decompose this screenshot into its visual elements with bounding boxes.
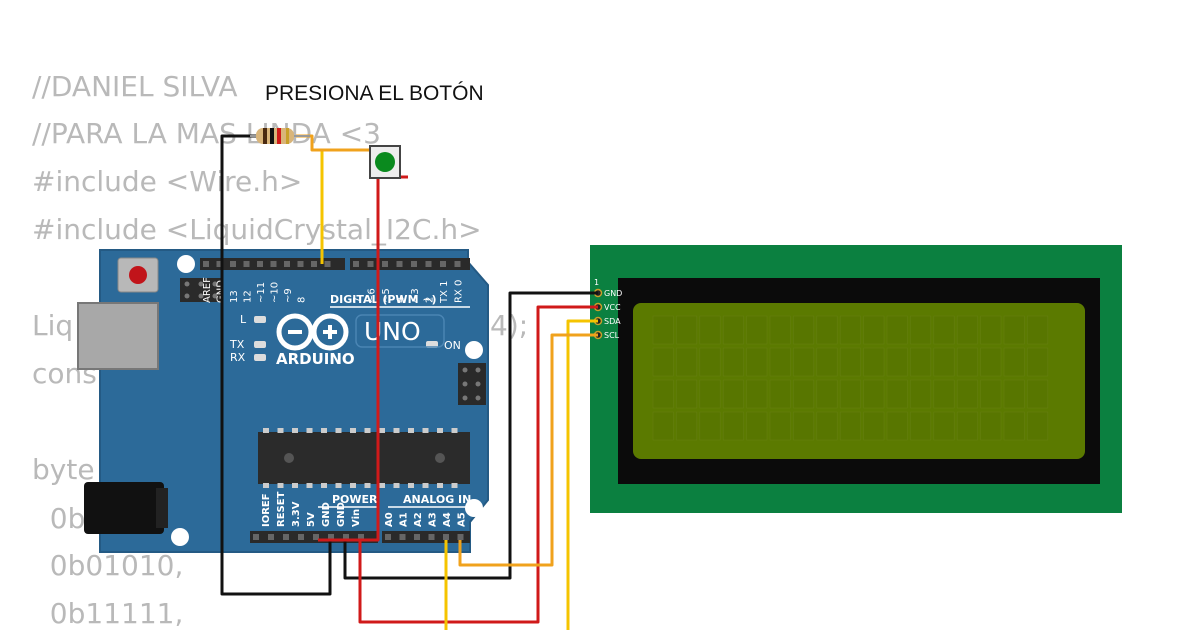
analog-pin-label: A1 [399, 512, 410, 527]
wire-orange-resistor-button [296, 134, 370, 152]
digital-pin-label: ~3 [410, 288, 421, 303]
model-label: UNO [364, 317, 421, 346]
digital-pin-label: AREF [202, 277, 213, 303]
code-line: Liq [32, 309, 74, 342]
code-line: 0b01010, [32, 549, 184, 582]
power-pin-label: GND [336, 502, 347, 527]
code-line: 0b [32, 502, 86, 535]
svg-text:1: 1 [594, 278, 599, 287]
usb-port-icon [77, 302, 159, 370]
lcd-i2c-pins[interactable]: GND VCC SDA SCL [593, 288, 623, 340]
power-label: POWER [332, 493, 378, 506]
digital-pin-label: 8 [297, 297, 308, 303]
brand-label: ARDUINO [276, 350, 355, 368]
wire-black-resistor-gnd [220, 134, 332, 596]
code-line: //DANIEL SILVA [32, 70, 238, 103]
lcd-pin-label: GND [604, 289, 622, 298]
lcd-pin-label: SDA [604, 317, 621, 326]
code-line: byte [32, 453, 95, 486]
arduino-infinity-logo-icon [276, 313, 349, 351]
icsp-header [180, 278, 222, 302]
power-pin-label: 5V [306, 512, 317, 527]
analog-pin-label: A5 [457, 512, 468, 527]
code-line: #include <LiquidCrystal_I2C.h> [32, 213, 482, 246]
digital-label: DIGITAL (PWM ~) [330, 293, 437, 306]
svg-text:TX: TX [229, 338, 245, 351]
digital-pin-label: ~11 [256, 282, 267, 303]
wire-orange-scl [458, 333, 598, 567]
power-pin-label: Vin [351, 509, 362, 527]
digital-pin-label: 2 [425, 297, 436, 303]
atmega-chip [258, 428, 470, 488]
analog-pin-label: A2 [413, 512, 424, 527]
power-pin-label: IOREF [261, 493, 272, 527]
on-led-label: ON [444, 339, 461, 352]
digital-pin-label: ~10 [270, 282, 281, 303]
power-pin-label: GND [321, 502, 332, 527]
code-line: 0b11111, [32, 597, 184, 630]
digital-pin-label: ~5 [381, 288, 392, 303]
digital-pin-label: 12 [243, 290, 254, 303]
svg-text:L: L [240, 313, 247, 326]
digital-pin-header[interactable] [200, 258, 470, 270]
wire-yellow-sda [566, 319, 598, 630]
code-line: #include <Wire.h> [32, 165, 303, 198]
digital-pin-label: ~9 [283, 288, 294, 303]
resistor-icon[interactable] [250, 128, 310, 144]
lcd-character-grid [652, 315, 1049, 441]
analog-label: ANALOG IN [403, 493, 471, 506]
wire-black-lcd-gnd [343, 291, 598, 580]
lcd-1602-i2c-module[interactable]: 1 GND VCC SDA SCL [590, 245, 1122, 513]
wire-red-lcd-vcc [358, 305, 598, 624]
mount-hole [177, 255, 195, 273]
icsp-header-right [458, 363, 486, 405]
caption-label: PRESIONA EL BOTÓN [265, 82, 484, 105]
status-leds: L TX RX ON [229, 313, 461, 364]
power-pin-label: RESET [276, 491, 287, 527]
svg-text:RX: RX [230, 351, 246, 364]
model-frame [355, 314, 445, 348]
push-button-icon[interactable] [369, 145, 401, 179]
digital-pin-label: 13 [229, 290, 240, 303]
lcd-pin-label: SCL [604, 331, 620, 340]
analog-pin-label: A4 [442, 512, 453, 527]
power-pin-labels: IOREF RESET 3.3V 5V GND GND Vin [261, 491, 362, 527]
analog-pin-header[interactable] [382, 531, 470, 543]
reset-button-icon[interactable] [117, 257, 159, 293]
digital-pin-label: 4 [396, 297, 407, 303]
digital-pin-label: ~6 [367, 288, 378, 303]
mount-hole [465, 499, 483, 517]
mount-hole [465, 341, 483, 359]
digital-pin-label: TX 1 [439, 281, 450, 305]
power-pin-label: 3.3V [291, 501, 302, 527]
barrel-jack-icon [84, 482, 168, 534]
lcd-pin-label: VCC [604, 303, 621, 312]
analog-pin-label: A0 [384, 512, 395, 527]
mount-hole [171, 528, 189, 546]
digital-pin-label: RX 0 [454, 280, 465, 303]
digital-pin-label: 7 [352, 297, 363, 303]
wire-yellow-pin9 [320, 148, 370, 264]
analog-pin-label: A3 [428, 512, 439, 527]
